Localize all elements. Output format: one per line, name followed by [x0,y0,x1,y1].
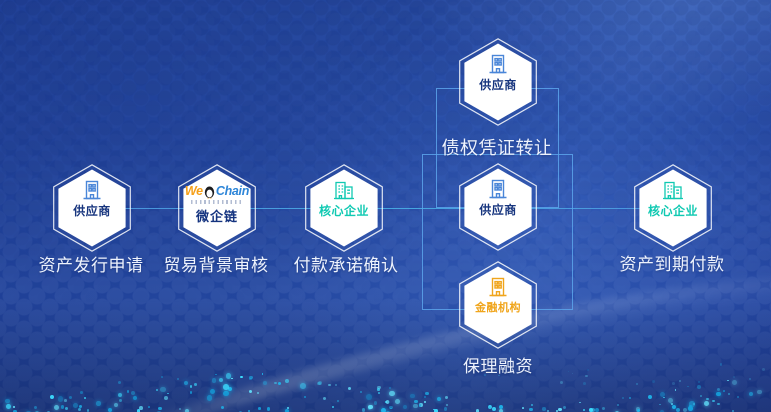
node-label: 供应商 [479,78,517,92]
node-core-confirm: 核心企业 [305,164,383,252]
buildings-icon [660,179,686,203]
wechain-logo-we: We [184,184,203,198]
node-supplier-holder: 供应商 [459,163,537,251]
node-supplier-apply: 供应商 [53,164,131,252]
wechain-logo-chain: Chain [215,184,250,198]
building-icon [485,53,511,77]
wechain-tagline [191,200,243,204]
caption-step-final: 资产到期付款 [619,255,725,274]
penguin-icon [204,186,215,199]
buildings-icon [331,179,357,203]
caption-step2: 贸易背景审核 [163,256,269,275]
node-core-pay: 核心企业 [634,164,712,252]
node-label: 微企链 [195,208,238,224]
node-label: 核心企业 [647,204,698,218]
node-label: 供应商 [479,203,517,217]
building-icon [79,179,105,203]
building-icon [485,276,511,300]
caption-step1: 资产发行申请 [38,256,144,275]
caption-step3: 付款承诺确认 [293,256,399,275]
wechain-logo: We Chain [185,185,249,198]
caption-factoring: 保理融资 [463,357,533,376]
caption-transfer: 债权凭证转让 [441,138,553,158]
node-label: 供应商 [73,204,111,218]
node-financial-institution: 金融机构 [459,261,537,349]
node-label: 核心企业 [318,204,369,218]
building-icon [485,178,511,202]
main-flow-line [90,208,672,209]
node-label: 金融机构 [475,302,521,314]
node-supplier-transferee: 供应商 [459,38,537,126]
node-wechain: We Chain 微企链 [178,164,256,252]
